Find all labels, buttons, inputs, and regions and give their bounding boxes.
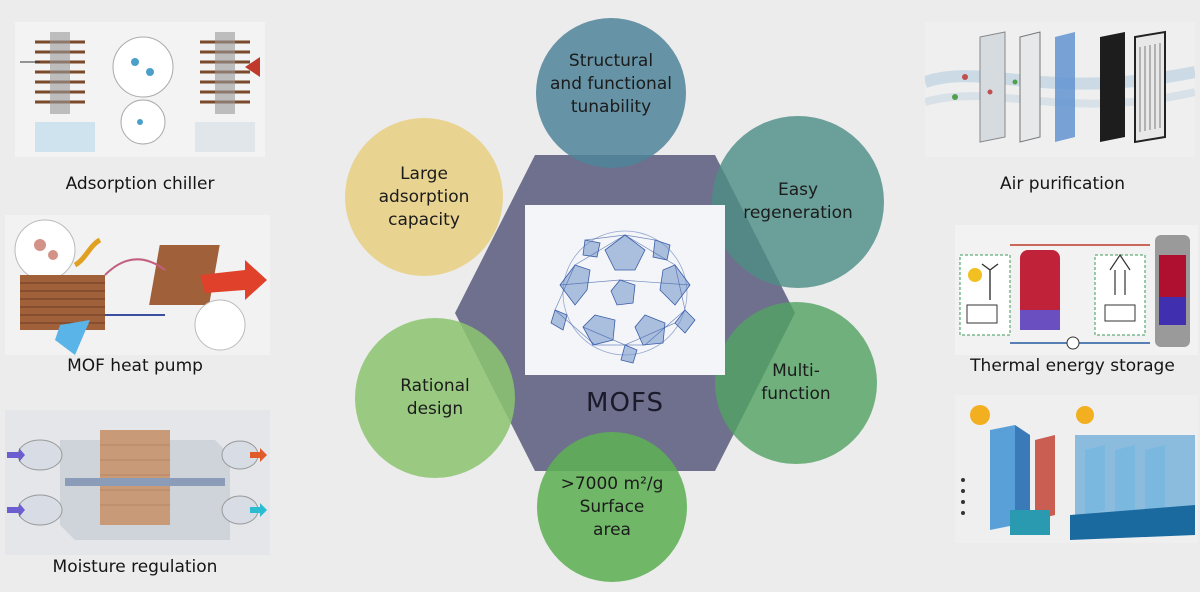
application-moisture-regulation: Moisture regulation — [52, 557, 218, 577]
mof-heat-pump-image — [5, 215, 270, 355]
property-rational-design: Rational design — [355, 318, 515, 478]
property-tunability: Structural and functional tunability — [536, 18, 686, 168]
property-surface-area: >7000 m²/g Surface area — [537, 432, 687, 582]
property-rational-design-label: Rational design — [400, 376, 470, 419]
property-surface-area-label: >7000 m²/g Surface area — [560, 473, 664, 540]
application-air-purification: Air purification — [999, 174, 1126, 194]
mof-crystal-structure-image — [525, 205, 725, 375]
application-adsorption-chiller: Adsorption chiller — [65, 174, 215, 194]
thermal-energy-storage-image — [955, 225, 1198, 355]
mofs-center-label: MOFS — [586, 388, 664, 418]
property-multifunction-label: Multi- function — [761, 361, 831, 404]
application-mof-heat-pump: MOF heat pump — [67, 356, 203, 376]
application-thermal-energy-storage: Thermal energy storage — [970, 356, 1175, 376]
property-adsorption-capacity-label: Large adsorption capacity — [378, 163, 470, 230]
moisture-regulation-image — [5, 410, 270, 555]
property-tunability-label: Structural and functional tunability — [550, 50, 672, 117]
property-adsorption-capacity: Large adsorption capacity — [345, 118, 503, 276]
property-regeneration: Easy regeneration — [712, 116, 884, 288]
air-purification-image — [925, 22, 1195, 157]
property-multifunction: Multi- function — [715, 302, 877, 464]
adsorption-chiller-image — [15, 22, 265, 157]
solar-water-harvesting-image — [955, 395, 1198, 543]
property-regeneration-label: Easy regeneration — [743, 180, 853, 223]
